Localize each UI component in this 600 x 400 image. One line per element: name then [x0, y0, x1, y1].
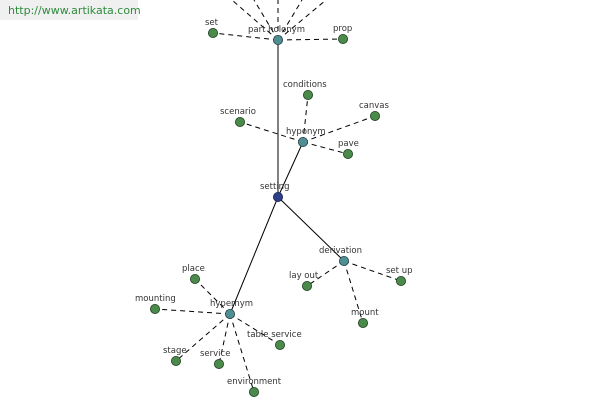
word-node-place[interactable]	[189, 273, 200, 284]
edge-offscreen-0	[231, 0, 279, 41]
edge-setting-derivation	[277, 196, 345, 262]
word-node-table-service[interactable]	[274, 339, 285, 350]
edge-hypernym-table-service	[229, 313, 281, 346]
watermark-url: http://www.artikata.com	[0, 0, 141, 20]
edge-part-holonym-set	[212, 32, 279, 41]
word-label-set: set	[205, 18, 219, 28]
edge-derivation-set-up	[343, 260, 402, 282]
edge-derivation-mount	[343, 260, 364, 324]
word-label-service: service	[200, 349, 230, 359]
word-node-mounting[interactable]	[149, 303, 160, 314]
edge-offscreen-1	[253, 0, 279, 41]
word-label-conditions: conditions	[283, 80, 327, 90]
word-label-place: place	[182, 264, 205, 274]
relation-label-hypernym: hypernym	[210, 299, 253, 309]
word-label-environment: environment	[227, 377, 282, 387]
word-node-stage[interactable]	[170, 355, 181, 366]
word-label-mount: mount	[351, 308, 379, 318]
word-node-conditions[interactable]	[302, 90, 313, 101]
word-node-prop[interactable]	[337, 34, 348, 45]
relation-node-derivation[interactable]	[338, 255, 349, 266]
edge-hypernym-stage	[175, 313, 231, 362]
edge-setting-hypernym	[229, 196, 279, 315]
edge-part-holonym-prop	[277, 38, 344, 41]
root-label-setting: setting	[260, 182, 289, 192]
edge-offscreen-4	[277, 0, 327, 41]
word-node-set-up[interactable]	[395, 275, 406, 286]
word-label-set-up: set up	[386, 266, 412, 276]
word-node-service[interactable]	[213, 358, 224, 369]
word-label-prop: prop	[333, 24, 352, 34]
edge-offscreen-3	[277, 0, 303, 41]
root-node-setting[interactable]	[272, 191, 283, 202]
word-node-mount[interactable]	[357, 317, 368, 328]
edge-hyponym-canvas	[302, 115, 376, 143]
word-label-stage: stage	[163, 346, 187, 356]
relation-label-hyponym: hyponym	[286, 127, 326, 137]
relation-label-derivation: derivation	[319, 246, 362, 256]
word-node-pave[interactable]	[342, 148, 353, 159]
word-node-set[interactable]	[207, 27, 218, 38]
relation-node-part-holonym[interactable]	[272, 35, 283, 46]
word-label-table-service: table service	[247, 330, 302, 340]
edge-hypernym-environment	[229, 313, 255, 393]
word-label-lay-out: lay out	[289, 271, 319, 281]
word-node-canvas[interactable]	[369, 111, 380, 122]
edge-hyponym-scenario	[239, 121, 304, 143]
relation-label-part-holonym: part holonym	[248, 25, 305, 35]
edge-hyponym-pave	[302, 141, 349, 155]
word-label-pave: pave	[338, 139, 359, 149]
edge-hyponym-conditions	[302, 94, 309, 143]
word-node-lay-out[interactable]	[301, 280, 312, 291]
word-label-scenario: scenario	[220, 107, 256, 117]
relation-node-hyponym[interactable]	[297, 136, 308, 147]
edge-hypernym-mounting	[154, 308, 231, 315]
relation-node-hypernym[interactable]	[224, 308, 235, 319]
word-label-canvas: canvas	[359, 101, 390, 111]
edge-setting-hyponym	[277, 141, 304, 198]
word-node-scenario[interactable]	[234, 117, 245, 128]
edge-derivation-lay-out	[306, 260, 345, 287]
word-node-environment[interactable]	[248, 386, 259, 397]
word-label-mounting: mounting	[135, 294, 176, 304]
